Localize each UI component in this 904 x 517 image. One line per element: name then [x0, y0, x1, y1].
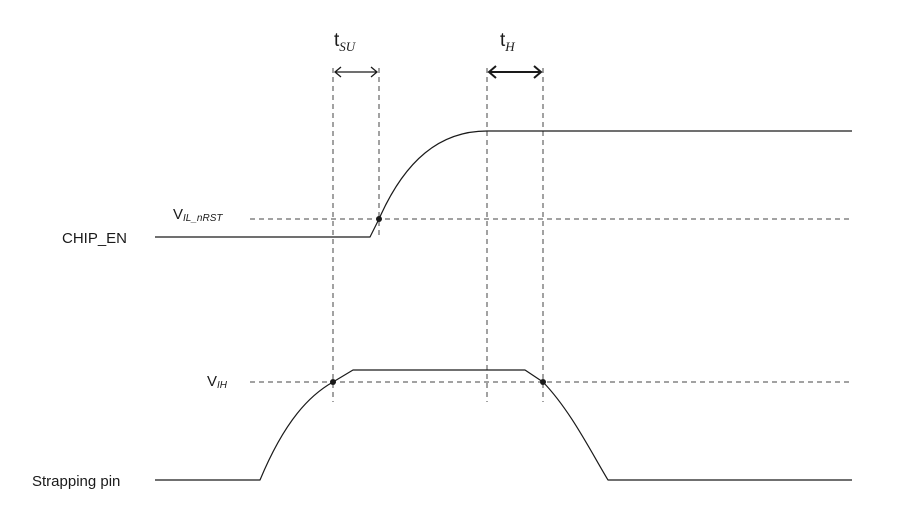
strapping-pin-waveform: [155, 369, 852, 481]
hold-threshold-dot: [540, 379, 546, 385]
t-su-label: tSU: [334, 30, 357, 54]
chip-en-threshold-dot: [376, 216, 382, 222]
setup-threshold-dot: [330, 379, 336, 385]
chip-en-label: CHIP_EN: [62, 230, 127, 247]
chip-en-waveform: [155, 130, 852, 238]
strapping-pin-label: Strapping pin: [32, 473, 120, 490]
t-h-arrow: [487, 65, 543, 79]
v-ih-label: VIH: [207, 373, 228, 391]
t-h-label: tH: [500, 30, 515, 54]
v-il-nrst-label: VIL_nRST: [173, 206, 223, 224]
t-su-arrow: [333, 66, 379, 78]
